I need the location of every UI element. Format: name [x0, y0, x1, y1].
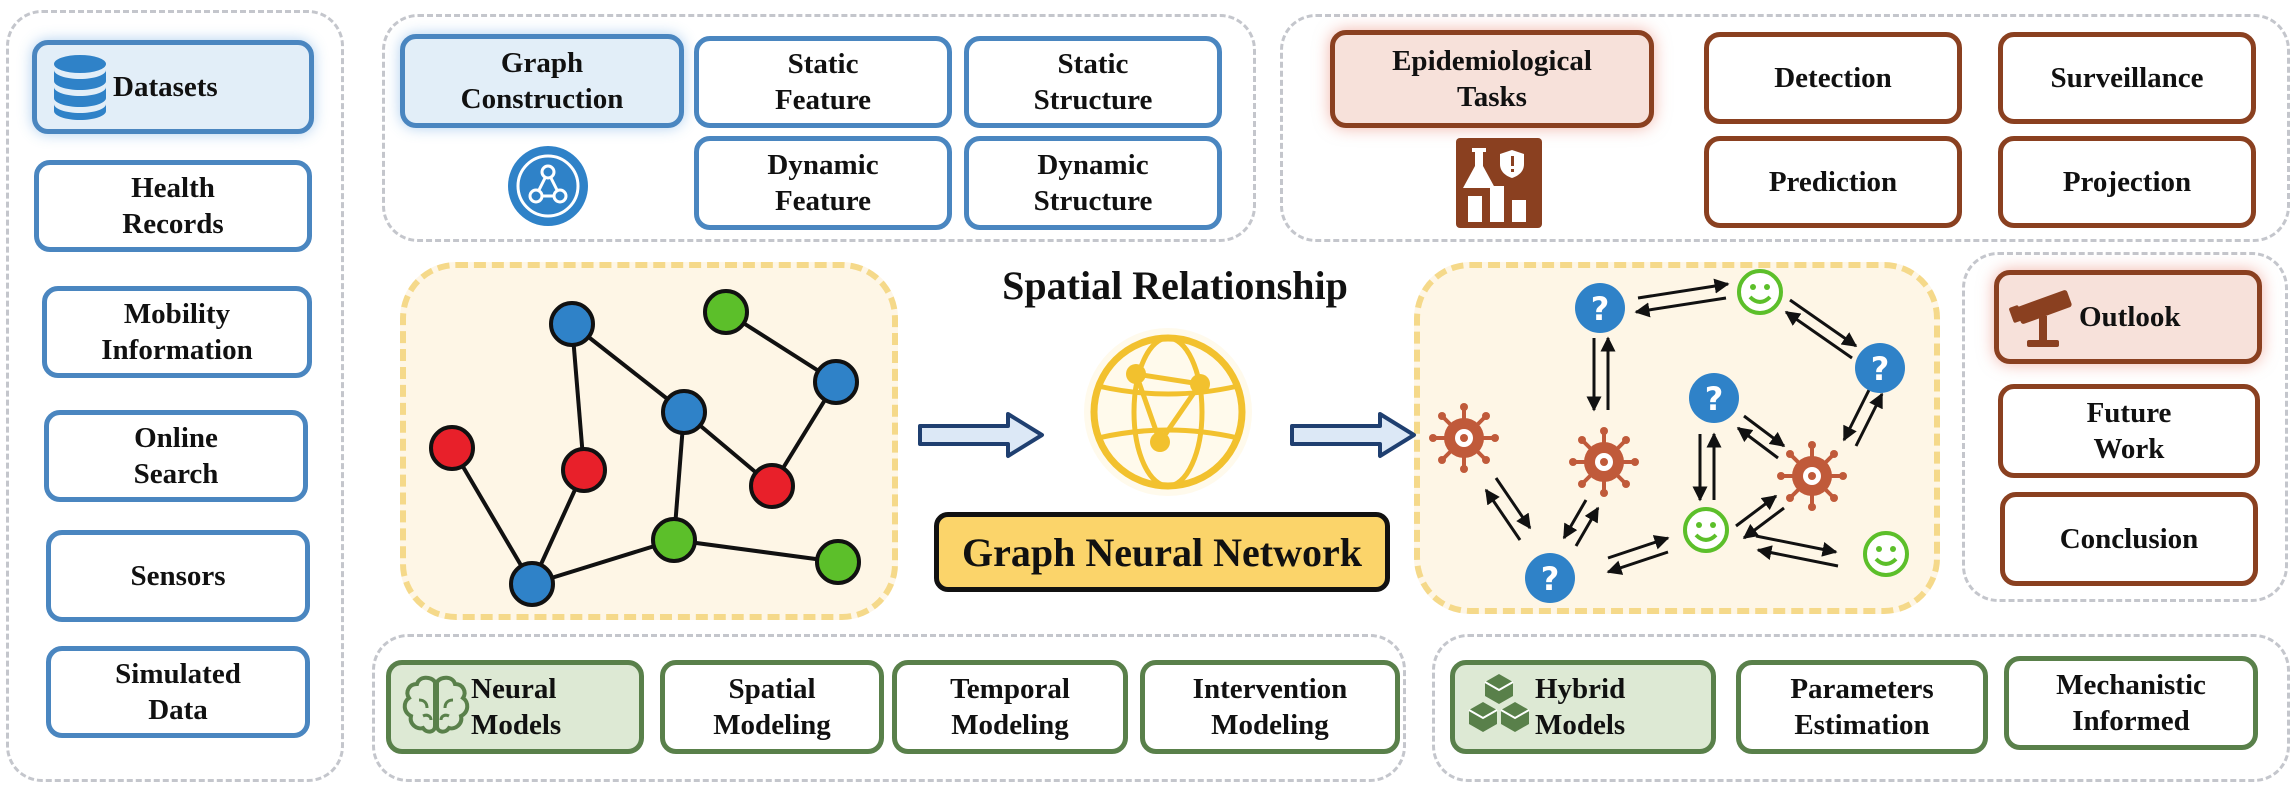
graph-network-icon: [508, 146, 588, 226]
parameters-estimation-box: Parameters Estimation: [1736, 660, 1988, 754]
spatial-relationship-title: Spatial Relationship: [1002, 263, 1348, 308]
dataset-mobility-information: Mobility Information: [42, 286, 312, 378]
output-graph-panel: [1414, 262, 1940, 614]
datasets-group: [6, 10, 344, 782]
epidemiological-tasks-header: Epidemiological Tasks: [1330, 30, 1654, 128]
dataset-simulated-data: Simulated Data: [46, 646, 310, 738]
brain-icon: [402, 675, 470, 734]
dataset-online-search: Online Search: [44, 410, 308, 502]
datasets-label: Datasets: [113, 70, 218, 103]
flow-arrow-right: [1290, 412, 1416, 458]
neural-models-group: [372, 634, 1406, 782]
graph-construction-header: Graph Construction: [400, 34, 684, 128]
outlook-header: Outlook: [1994, 270, 2262, 364]
projection-box: Projection: [1998, 136, 2256, 228]
hybrid-models-label: Hybrid Models: [1535, 672, 1626, 741]
dynamic-structure-box: Dynamic Structure: [964, 136, 1222, 230]
neural-models-label: Neural Models: [471, 672, 562, 741]
telescope-icon: [2009, 290, 2072, 347]
hybrid-models-group: [1432, 634, 2290, 782]
hybrid-models-header: Hybrid Models: [1450, 660, 1716, 754]
spatial-modeling-box: Spatial Modeling: [660, 660, 884, 754]
epidemiological-tasks-group: [1280, 14, 2290, 242]
conclusion-box: Conclusion: [2000, 492, 2258, 586]
static-structure-box: Static Structure: [964, 36, 1222, 128]
datasets-header: Datasets: [32, 40, 314, 134]
cubes-icon: [1468, 674, 1530, 732]
input-graph-panel: [400, 262, 898, 620]
globe-network-icon: [1084, 328, 1252, 496]
neural-models-header: Neural Models: [386, 660, 644, 754]
intervention-modeling-box: Intervention Modeling: [1140, 660, 1400, 754]
dynamic-feature-box: Dynamic Feature: [694, 136, 952, 230]
lab-chart-shield-icon: [1456, 138, 1542, 228]
detection-box: Detection: [1704, 32, 1962, 124]
static-feature-box: Static Feature: [694, 36, 952, 128]
temporal-modeling-box: Temporal Modeling: [892, 660, 1128, 754]
dataset-sensors: Sensors: [46, 530, 310, 622]
outlook-label: Outlook: [2079, 300, 2181, 333]
outlook-group: [1962, 252, 2288, 602]
dataset-health-records: Health Records: [34, 160, 312, 252]
future-work-box: Future Work: [1998, 384, 2260, 478]
prediction-box: Prediction: [1704, 136, 1962, 228]
graph-neural-network-label: Graph Neural Network: [934, 512, 1390, 592]
database-icon: [54, 55, 106, 120]
graph-construction-group: [382, 14, 1256, 242]
flow-arrow-left: [918, 412, 1044, 458]
mechanistic-informed-box: Mechanistic Informed: [2004, 656, 2258, 750]
surveillance-box: Surveillance: [1998, 32, 2256, 124]
